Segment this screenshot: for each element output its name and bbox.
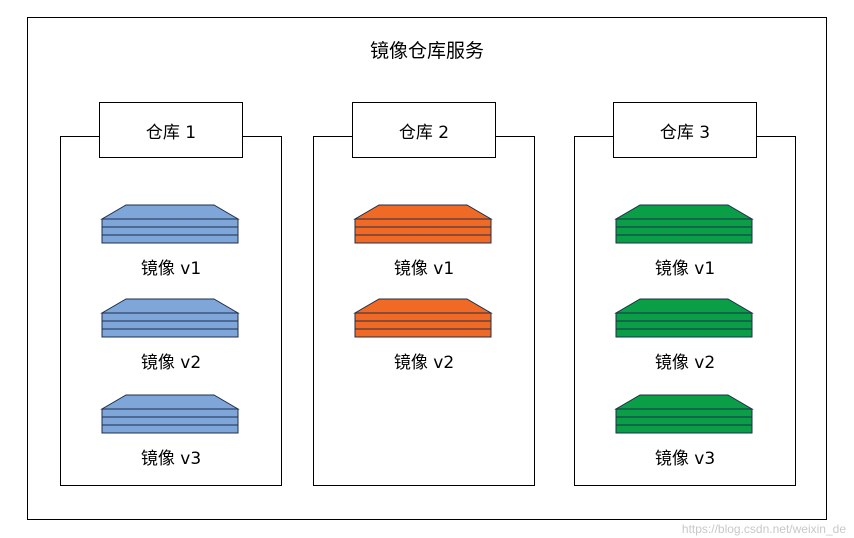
image-layer bbox=[615, 328, 753, 338]
image-version-label: 镜像 v2 bbox=[393, 353, 455, 373]
image-top-layer bbox=[353, 204, 493, 220]
image-layers-icon bbox=[100, 298, 240, 338]
image-item: 镜像 v2 bbox=[60, 297, 282, 377]
image-layer bbox=[101, 424, 239, 434]
image-item: 镜像 v3 bbox=[60, 393, 282, 473]
image-layer bbox=[615, 320, 753, 330]
image-item: 镜像 v3 bbox=[574, 393, 796, 473]
image-top-layer bbox=[100, 298, 240, 314]
image-layer bbox=[101, 320, 239, 330]
image-layer bbox=[354, 226, 492, 236]
image-top-layer bbox=[100, 204, 240, 220]
image-layer bbox=[615, 312, 753, 322]
image-version-label: 镜像 v1 bbox=[654, 259, 716, 279]
image-layer bbox=[101, 328, 239, 338]
image-version-label: 镜像 v3 bbox=[140, 449, 202, 469]
image-layer bbox=[354, 312, 492, 322]
image-layers-icon bbox=[353, 298, 493, 338]
image-layer bbox=[615, 416, 753, 426]
image-version-label: 镜像 v1 bbox=[140, 259, 202, 279]
registry-service-title: 镜像仓库服务 bbox=[369, 40, 484, 62]
image-version-label: 镜像 v2 bbox=[140, 353, 202, 373]
image-layer bbox=[101, 408, 239, 418]
image-item: 镜像 v1 bbox=[60, 203, 282, 283]
image-top-layer bbox=[100, 394, 240, 410]
image-version-label: 镜像 v1 bbox=[393, 259, 455, 279]
image-layer bbox=[354, 218, 492, 228]
image-layer bbox=[101, 312, 239, 322]
registry-service-frame bbox=[27, 17, 827, 520]
image-version-label: 镜像 v3 bbox=[654, 449, 716, 469]
repository-label-2: 仓库 2 bbox=[352, 102, 496, 158]
image-layers-icon bbox=[100, 394, 240, 434]
image-layer bbox=[101, 234, 239, 244]
repository-label-1: 仓库 1 bbox=[99, 102, 243, 158]
image-version-label: 镜像 v2 bbox=[654, 353, 716, 373]
image-layer bbox=[101, 226, 239, 236]
image-layers-icon bbox=[614, 298, 754, 338]
image-layer bbox=[354, 320, 492, 330]
image-layer bbox=[615, 424, 753, 434]
image-top-layer bbox=[614, 394, 754, 410]
image-item: 镜像 v1 bbox=[574, 203, 796, 283]
image-top-layer bbox=[614, 204, 754, 220]
image-layer bbox=[615, 226, 753, 236]
image-layer bbox=[354, 234, 492, 244]
image-layers-icon bbox=[614, 394, 754, 434]
image-layer bbox=[615, 218, 753, 228]
image-layer bbox=[615, 408, 753, 418]
image-item: 镜像 v2 bbox=[574, 297, 796, 377]
image-layers-icon bbox=[353, 204, 493, 244]
repository-label-3: 仓库 3 bbox=[613, 102, 757, 158]
image-item: 镜像 v2 bbox=[313, 297, 535, 377]
image-top-layer bbox=[353, 298, 493, 314]
image-layer bbox=[354, 328, 492, 338]
image-layer bbox=[615, 234, 753, 244]
image-layer bbox=[101, 416, 239, 426]
image-layer bbox=[101, 218, 239, 228]
image-top-layer bbox=[614, 298, 754, 314]
image-item: 镜像 v1 bbox=[313, 203, 535, 283]
watermark: https://blog.csdn.net/weixin_de bbox=[681, 522, 846, 536]
image-layers-icon bbox=[100, 204, 240, 244]
image-layers-icon bbox=[614, 204, 754, 244]
